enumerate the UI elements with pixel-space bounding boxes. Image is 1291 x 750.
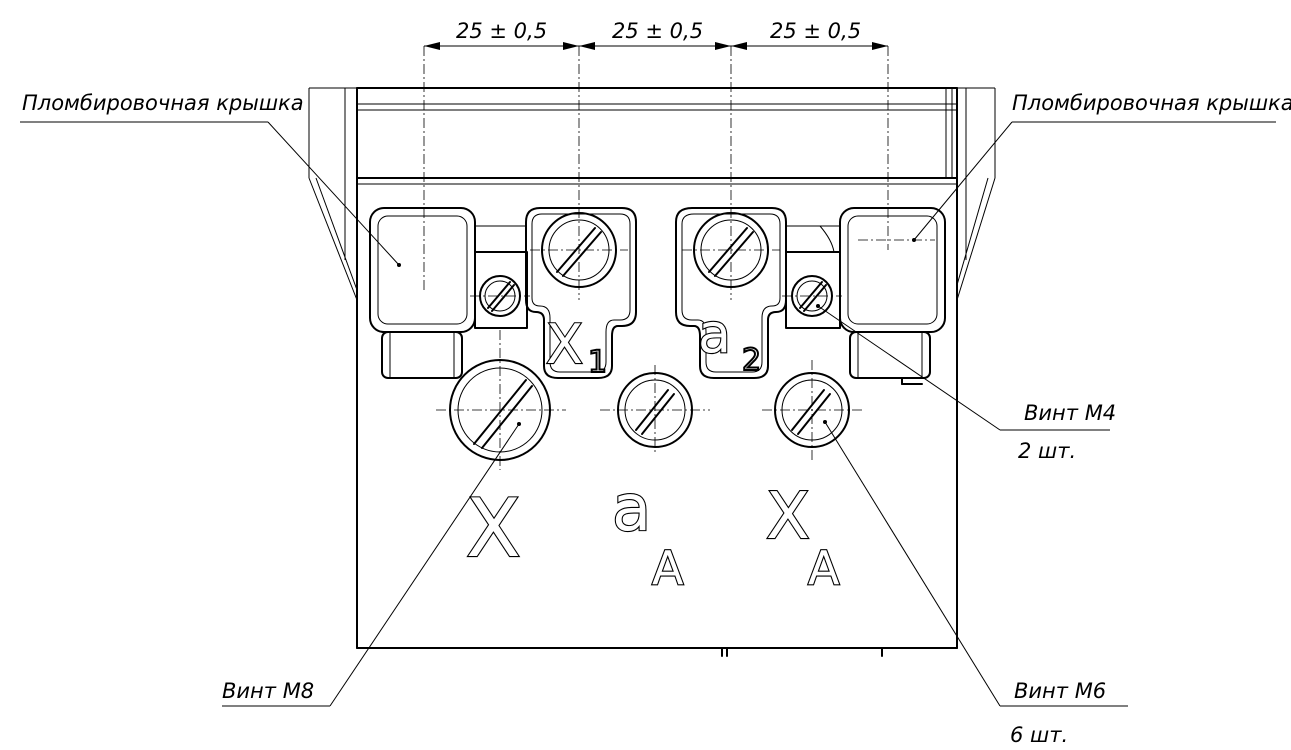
mark-a2-sub: 2	[742, 343, 761, 378]
leader-lines	[20, 121, 1276, 707]
m4-bracket-right	[785, 225, 841, 329]
label-screw-m6-qty: 6 шт.	[1010, 723, 1068, 747]
dimension-lines	[424, 42, 888, 50]
mark-x1-sub: 1	[588, 345, 607, 380]
mark-x-letter: X	[466, 482, 521, 575]
dimension-1: 25 ± 0,5	[456, 19, 547, 43]
label-screw-m4-qty: 2 шт.	[1018, 439, 1076, 463]
dimension-3: 25 ± 0,5	[770, 19, 861, 43]
mark-x1-letter: X	[546, 313, 583, 376]
seal-cover-right	[839, 207, 946, 385]
label-screw-m4: Винт М4	[1024, 401, 1116, 425]
label-screw-m8: Винт М8	[222, 679, 314, 703]
mark-aa-letter: a	[612, 472, 651, 546]
mark-aa-sub: A	[652, 541, 684, 595]
m4-bracket-left	[474, 225, 528, 329]
mark-xa-sub: A	[808, 541, 840, 595]
mark-a2-letter: a	[698, 302, 731, 365]
housing	[308, 87, 996, 657]
label-seal-cover-right: Пломбировочная крышка	[1012, 91, 1291, 115]
center-lines	[423, 46, 935, 470]
label-screw-m6: Винт М6	[1014, 679, 1106, 703]
label-seal-cover-left: Пломбировочная крышка	[22, 91, 304, 115]
mark-xa-letter: X	[766, 480, 810, 554]
seal-cover-left	[369, 207, 476, 379]
dimension-2: 25 ± 0,5	[612, 19, 703, 43]
